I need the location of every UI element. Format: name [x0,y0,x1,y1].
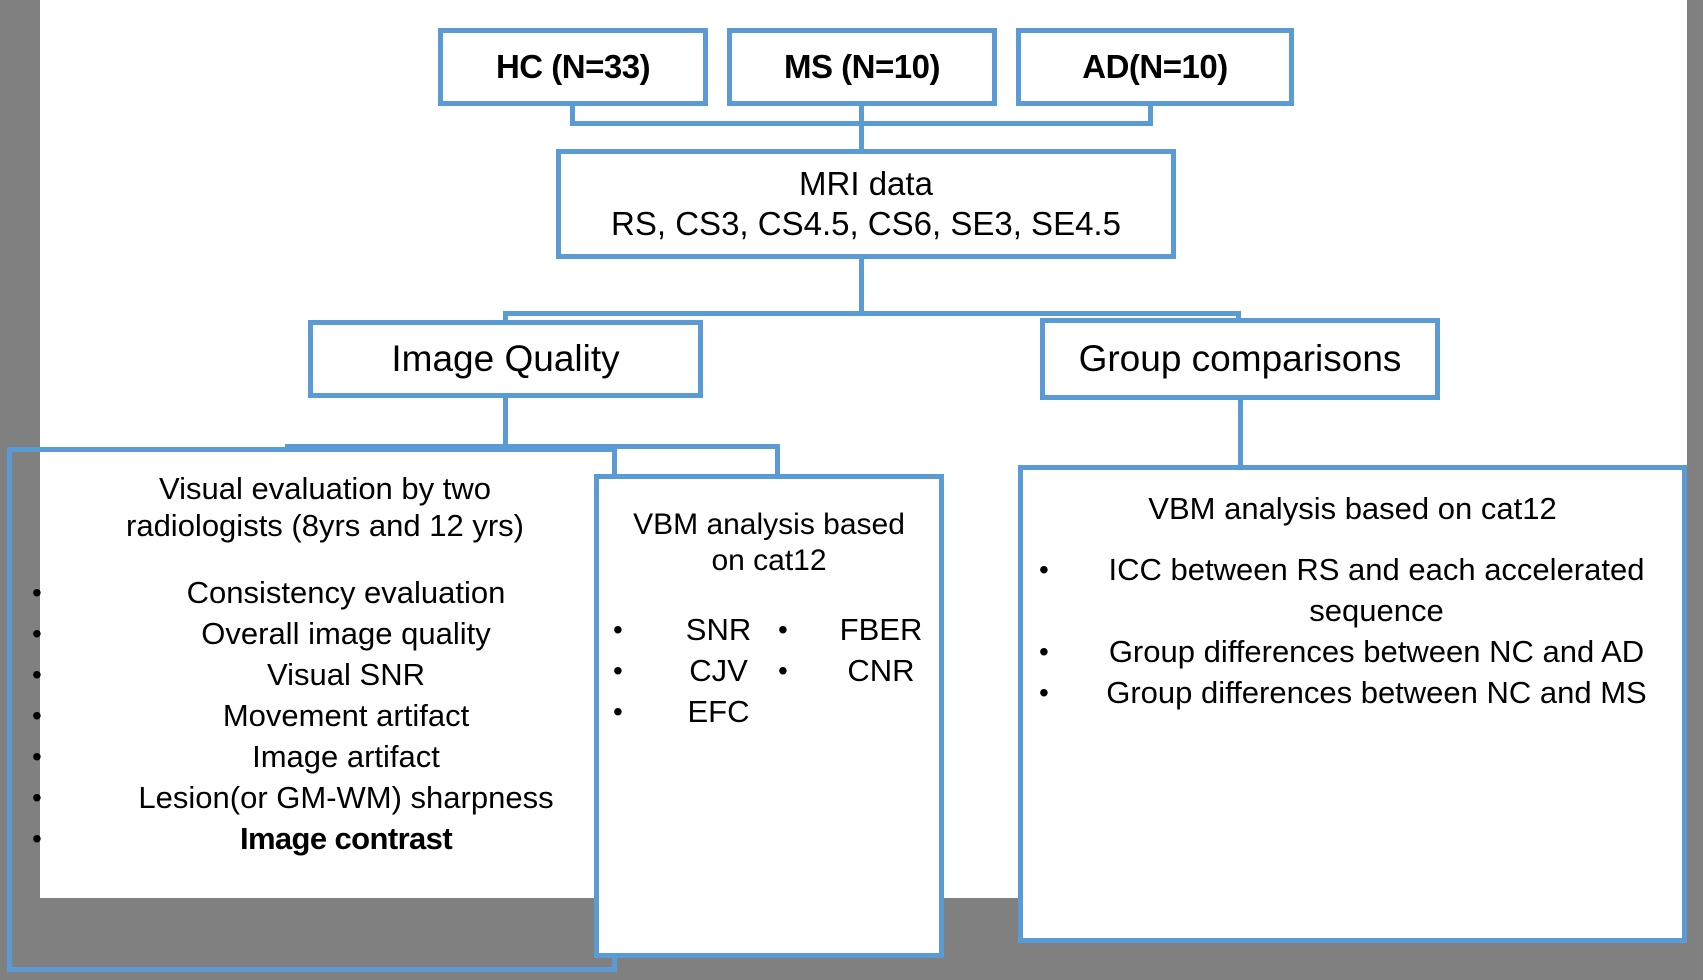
list-item-label: Visual SNR [267,657,425,693]
cohort-box-hc[interactable]: HC (N=33) [438,28,708,106]
cohort-label-hc: HC (N=33) [495,48,651,85]
list-item-label: Consistency evaluation [186,575,506,611]
bullet-icon: • [613,655,623,686]
mri-data-title: MRI data [799,164,933,202]
list-item-label: Image contrast [239,821,453,857]
connector-iq-down [503,398,508,448]
connector-mri-down [859,259,864,314]
vbm-quality-heading-line2: on cat12 [711,544,827,577]
connector-gc-down [1238,400,1243,468]
connector-to-mri [859,121,864,151]
list-item[interactable]: • Group differences between NC and MS [1039,672,1658,713]
bullet-icon: • [613,696,623,727]
cohort-box-ms[interactable]: MS (N=10) [727,28,997,106]
list-item-label: Group differences between NC and AD [1108,634,1645,670]
list-item-label: SNR [685,612,752,647]
cohort-label-ms: MS (N=10) [784,48,940,85]
list-item-label: Overall image quality [201,616,491,652]
list-item[interactable]: • SNR [613,609,778,650]
connector-iq-right-drop [775,444,780,476]
connector-ms-stub [859,106,864,126]
connector-ad-stub [1148,106,1153,126]
list-item-label: FBER [839,612,923,647]
vbm-metrics-column-left: • SNR • CJV • EFC [613,609,778,732]
group-comparisons-box[interactable]: Group comparisons [1040,318,1440,400]
bullet-icon: • [32,659,42,691]
mri-data-box[interactable]: MRI data RS, CS3, CS4.5, CS6, SE3, SE4.5 [556,149,1176,259]
vbm-quality-heading: VBM analysis based on cat12 [599,507,939,579]
bullet-icon: • [32,700,42,732]
image-quality-label: Image Quality [391,338,620,379]
slide-frame-left [0,0,40,980]
list-item-label: Lesion(or GM-WM) sharpness [138,780,554,816]
list-item-label: EFC [687,694,750,729]
visual-evaluation-heading-line2: radiologists (8yrs and 12 yrs) [126,508,524,544]
slide-frame-right [1687,0,1703,980]
group-comparisons-label: Group comparisons [1078,338,1402,379]
list-item[interactable]: • Consistency evaluation [32,572,612,613]
list-item[interactable]: • CJV [613,650,778,691]
connector-branch-right-drop [1236,311,1241,323]
bullet-icon: • [778,614,788,645]
visual-evaluation-background [40,452,612,898]
bullet-icon: • [1039,636,1049,668]
vbm-group-box[interactable]: VBM analysis based on cat12 • ICC betwee… [1018,465,1687,943]
bullet-icon: • [32,618,42,650]
list-item[interactable]: • CNR [778,650,938,691]
list-item[interactable]: • Group differences between NC and AD [1039,631,1658,672]
list-item[interactable]: • EFC [613,691,778,732]
bullet-icon: • [32,823,42,855]
mri-data-sequences: RS, CS3, CS4.5, CS6, SE3, SE4.5 [611,205,1121,242]
list-item[interactable]: • Image artifact [32,736,612,777]
vbm-quality-box[interactable]: VBM analysis based on cat12 • SNR • CJV … [594,474,944,958]
vbm-group-heading: VBM analysis based on cat12 [1148,491,1557,526]
visual-evaluation-heading-line1: Visual evaluation by two [158,471,492,506]
vbm-metrics-columns: • SNR • CJV • EFC • FBER • [599,609,939,732]
connector-branch-left-drop [503,311,508,323]
visual-evaluation-box[interactable]: Visual evaluation by two radiologists (8… [7,447,617,972]
list-item[interactable]: • Movement artifact [32,695,612,736]
connector-branch-bus [503,311,1241,316]
list-item-label: Group differences between NC and MS [1106,675,1647,711]
vbm-metrics-column-right: • FBER • CNR [778,609,938,732]
bullet-icon: • [1039,677,1049,709]
list-item[interactable]: • FBER [778,609,938,650]
list-item-label: CJV [689,653,748,688]
list-item[interactable]: • Image contrast [32,818,612,859]
cohort-label-ad: AD(N=10) [1082,48,1228,85]
bullet-icon: • [32,782,42,814]
list-item[interactable]: • Overall image quality [32,613,612,654]
list-item-label: CNR [847,653,915,688]
connector-iq-bus [285,444,780,449]
vbm-group-list: • ICC between RS and each accelerated se… [1039,549,1682,713]
list-item[interactable]: • Lesion(or GM-WM) sharpness [32,777,612,818]
list-item[interactable]: • ICC between RS and each accelerated se… [1039,549,1658,631]
cohort-box-ad[interactable]: AD(N=10) [1016,28,1294,106]
bullet-icon: • [778,655,788,686]
bullet-icon: • [32,741,42,773]
visual-evaluation-list: • Consistency evaluation • Overall image… [32,572,612,859]
list-item[interactable]: • Visual SNR [32,654,612,695]
list-item-label: Image artifact [252,739,440,775]
image-quality-box[interactable]: Image Quality [308,320,703,398]
connector-hc-stub [570,106,575,126]
list-item-label: ICC between RS and each accelerated sequ… [1108,552,1645,629]
vbm-quality-heading-line1: VBM analysis based [633,508,905,541]
bullet-icon: • [1039,554,1049,586]
bullet-icon: • [613,614,623,645]
bullet-icon: • [32,577,42,609]
list-item-label: Movement artifact [222,698,470,734]
visual-evaluation-heading: Visual evaluation by two radiologists (8… [12,470,612,544]
